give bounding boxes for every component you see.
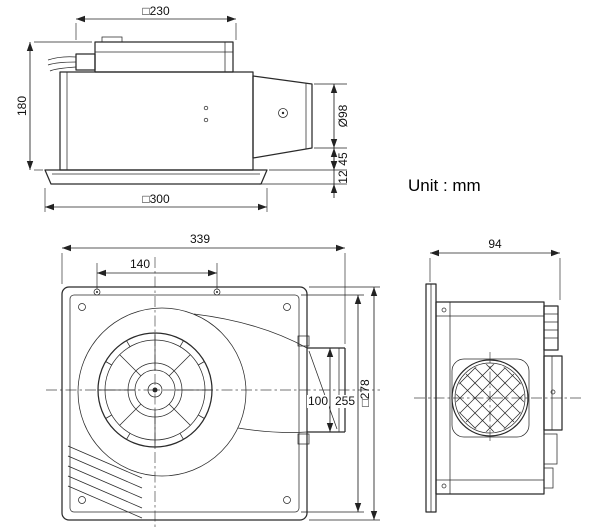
unit-label: Unit : mm xyxy=(408,176,481,195)
dim-front-panel-thickness: 12 xyxy=(336,170,350,184)
dim-front-panel-width: □300 xyxy=(142,192,170,206)
dim-front-duct-offset: 45 xyxy=(336,152,350,166)
dim-side-overall-depth: 94 xyxy=(488,237,502,251)
front-dimensions: □230 180 Ø98 45 12 □300 xyxy=(15,4,350,212)
side-view: 94 xyxy=(414,237,582,513)
dim-plan-mount-pitch: 140 xyxy=(130,257,150,271)
fan-volute xyxy=(77,307,308,477)
dim-plan-body-depth: □278 xyxy=(358,379,372,407)
power-cable xyxy=(47,53,96,72)
duct-stub-side xyxy=(543,355,563,489)
motor-box xyxy=(94,36,234,73)
duct-outlet-front xyxy=(252,75,313,159)
dim-front-top-width: □230 xyxy=(142,4,170,18)
front-view: □230 180 Ø98 45 12 □300 xyxy=(15,4,350,212)
terminal-box-side xyxy=(543,305,559,351)
dim-plan-duct-width: 100 xyxy=(308,394,328,408)
fan-grille xyxy=(97,332,213,448)
dim-front-height: 180 xyxy=(15,96,29,116)
fan-housing-front xyxy=(59,71,254,171)
dim-plan-inner-depth: 255 xyxy=(335,394,355,408)
side-dimensions: 94 xyxy=(429,237,561,300)
plan-dimensions: 339 140 100 255 □278 xyxy=(61,232,380,521)
mounting-flange-front xyxy=(44,169,268,185)
dim-front-duct-diameter: Ø98 xyxy=(336,104,350,127)
louver-vents xyxy=(67,445,143,519)
dim-plan-overall-length: 339 xyxy=(190,232,210,246)
plan-view: 339 140 100 255 □278 xyxy=(46,232,380,528)
